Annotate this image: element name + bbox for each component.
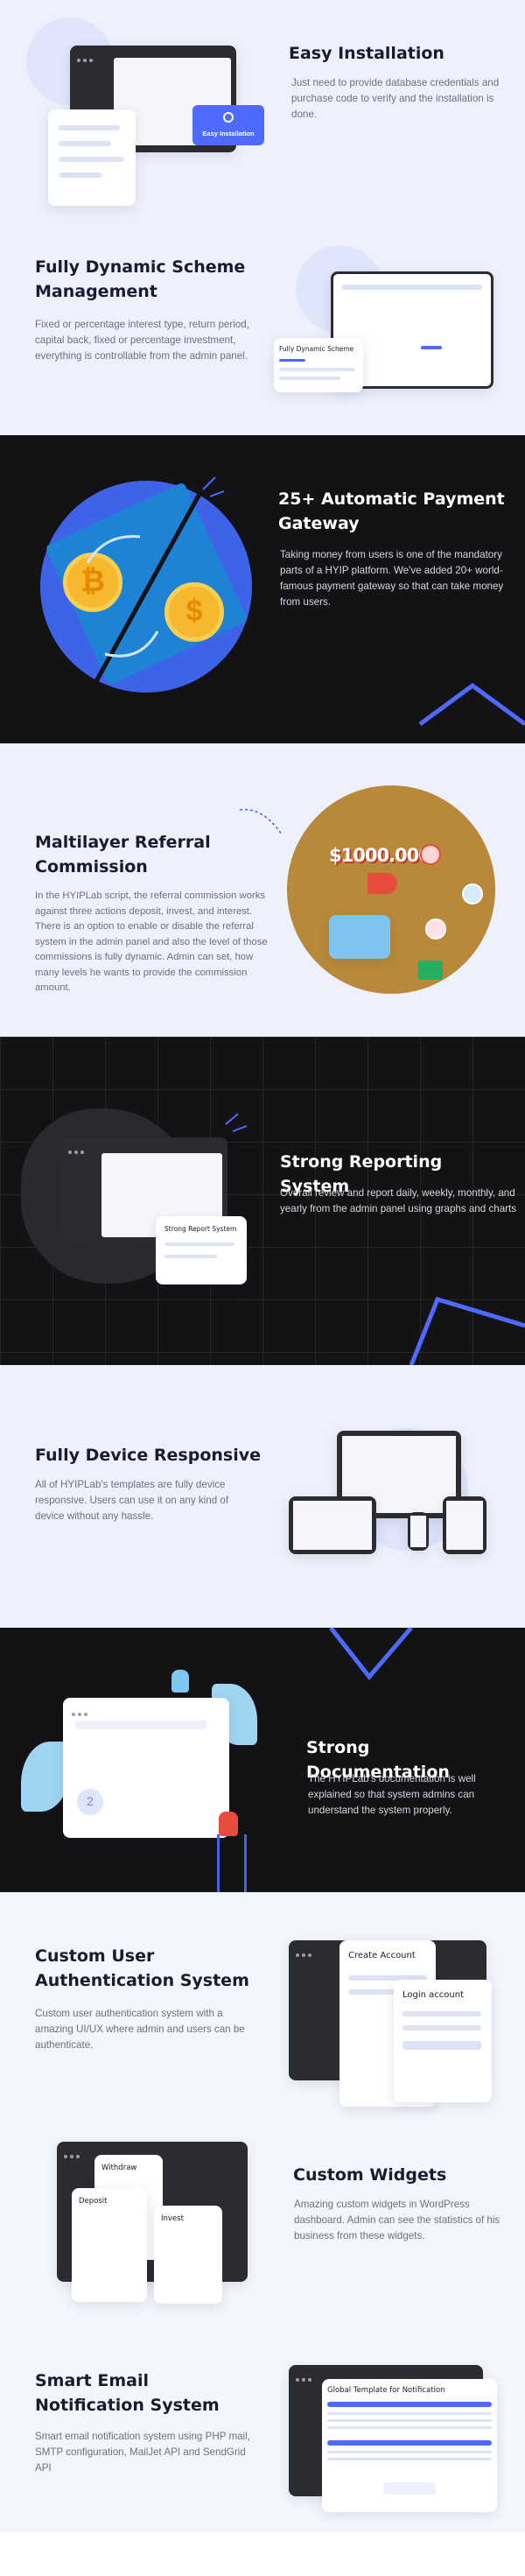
- section-description: Just need to provide database credential…: [291, 77, 500, 120]
- ladder-icon: [217, 1834, 247, 1892]
- section-description: Fixed or percentage interest type, retur…: [35, 319, 249, 362]
- step-circle: [77, 1789, 103, 1815]
- card-label: Global Template for Notification: [327, 2386, 445, 2395]
- section-payment-gateway: ₿ $ 25+ Automatic Payment Gateway Taking…: [0, 435, 525, 743]
- report-card: Strong Report System: [156, 1216, 247, 1284]
- card-label: Fully Dynamic Scheme: [279, 345, 354, 353]
- deposit-card: Deposit: [72, 2188, 147, 2302]
- megaphone-icon: [368, 873, 397, 894]
- section-responsive: Fully Device Responsive All of HYIPLab's…: [0, 1365, 525, 1628]
- card-label: Create Account: [348, 1951, 416, 1960]
- section-description: In the HYIPLab script, the referral comm…: [35, 890, 268, 993]
- desktop-device: [337, 1431, 461, 1518]
- dollar-coin-icon: $: [164, 582, 224, 642]
- avatar: [425, 918, 446, 940]
- cursor-icon: ☝: [158, 1242, 166, 1256]
- screen-card: [329, 915, 390, 959]
- docs-mockup: 2: [63, 1698, 229, 1838]
- invest-card: Invest: [154, 2206, 222, 2304]
- step-number: 2: [87, 1794, 94, 1808]
- section-title: Easy Installation: [289, 44, 444, 63]
- divider-line: [86, 476, 525, 727]
- section-documentation: 2 Strong Documentation The HYIPLab's doc…: [0, 1628, 525, 1892]
- section-email-notification: Smart Email Notification System Smart em…: [0, 2347, 525, 2532]
- section-easy-installation: Easy Installation Easy Installation Just…: [0, 0, 525, 219]
- section-dynamic-scheme: Fully Dynamic Scheme Management Fixed or…: [0, 219, 525, 435]
- section-title: 25+ Automatic Payment Gateway: [278, 489, 505, 533]
- decor-lines: [329, 1628, 413, 1680]
- card-label: Invest: [161, 2214, 184, 2223]
- section-authentication: Custom User Authentication System Custom…: [0, 1892, 525, 2129]
- section-title: Maltilayer Referral Commission: [35, 833, 211, 876]
- section-description: All of HYIPLab's templates are fully dev…: [35, 1479, 229, 1522]
- person-illustration: [172, 1670, 189, 1693]
- arrow-decor: [239, 808, 283, 835]
- person-illustration: [219, 1812, 238, 1836]
- phone-device: [408, 1512, 429, 1551]
- laptop-device: [289, 1496, 376, 1554]
- section-reporting: Strong Report System ☝ Strong Reporting …: [0, 1037, 525, 1365]
- easy-installation-badge: Easy Installation: [192, 105, 264, 145]
- section-referral: Maltilayer Referral Commission In the HY…: [0, 743, 525, 1037]
- section-title: Custom User Authentication System: [35, 1946, 249, 1990]
- card-label: Login account: [402, 1990, 464, 2000]
- section-description: Custom user authentication system with a…: [35, 2008, 245, 2051]
- section-description: Overall review and report daily, weekly,…: [280, 1187, 517, 1214]
- section-title: Strong Documentation: [306, 1738, 450, 1782]
- avatar: [462, 883, 483, 904]
- section-description: Taking money from users is one of the ma…: [280, 549, 504, 608]
- section-title: Smart Email Notification System: [35, 2371, 220, 2415]
- section-title: Fully Dynamic Scheme Management: [35, 257, 246, 301]
- decor-lines: [225, 1113, 525, 1365]
- card-label: Deposit: [79, 2197, 108, 2206]
- form-card: [48, 109, 136, 206]
- money-label: $1000.000: [329, 845, 431, 866]
- avatar: [420, 844, 441, 865]
- tablet-device: [443, 1496, 486, 1554]
- badge-label: Easy Installation: [202, 130, 255, 137]
- gift-icon: [418, 961, 443, 980]
- section-description: Amazing custom widgets in WordPress dash…: [294, 2199, 500, 2242]
- login-account-card: Login account: [394, 1980, 492, 2102]
- card-label: Strong Report System: [164, 1225, 237, 1233]
- section-title: Custom Widgets: [293, 2165, 447, 2185]
- section-description: Smart email notification system using PH…: [35, 2431, 250, 2474]
- scheme-card: Fully Dynamic Scheme: [274, 338, 363, 392]
- section-description: The HYIPLab's documentation is well expl…: [308, 1773, 476, 1816]
- section-title: Strong Reporting System: [280, 1152, 443, 1196]
- email-template-card: Global Template for Notification: [322, 2379, 497, 2512]
- card-label: Withdraw: [102, 2164, 137, 2172]
- section-widgets: Withdraw Deposit Invest Custom Widgets A…: [0, 2129, 525, 2347]
- section-title: Fully Device Responsive: [35, 1446, 262, 1465]
